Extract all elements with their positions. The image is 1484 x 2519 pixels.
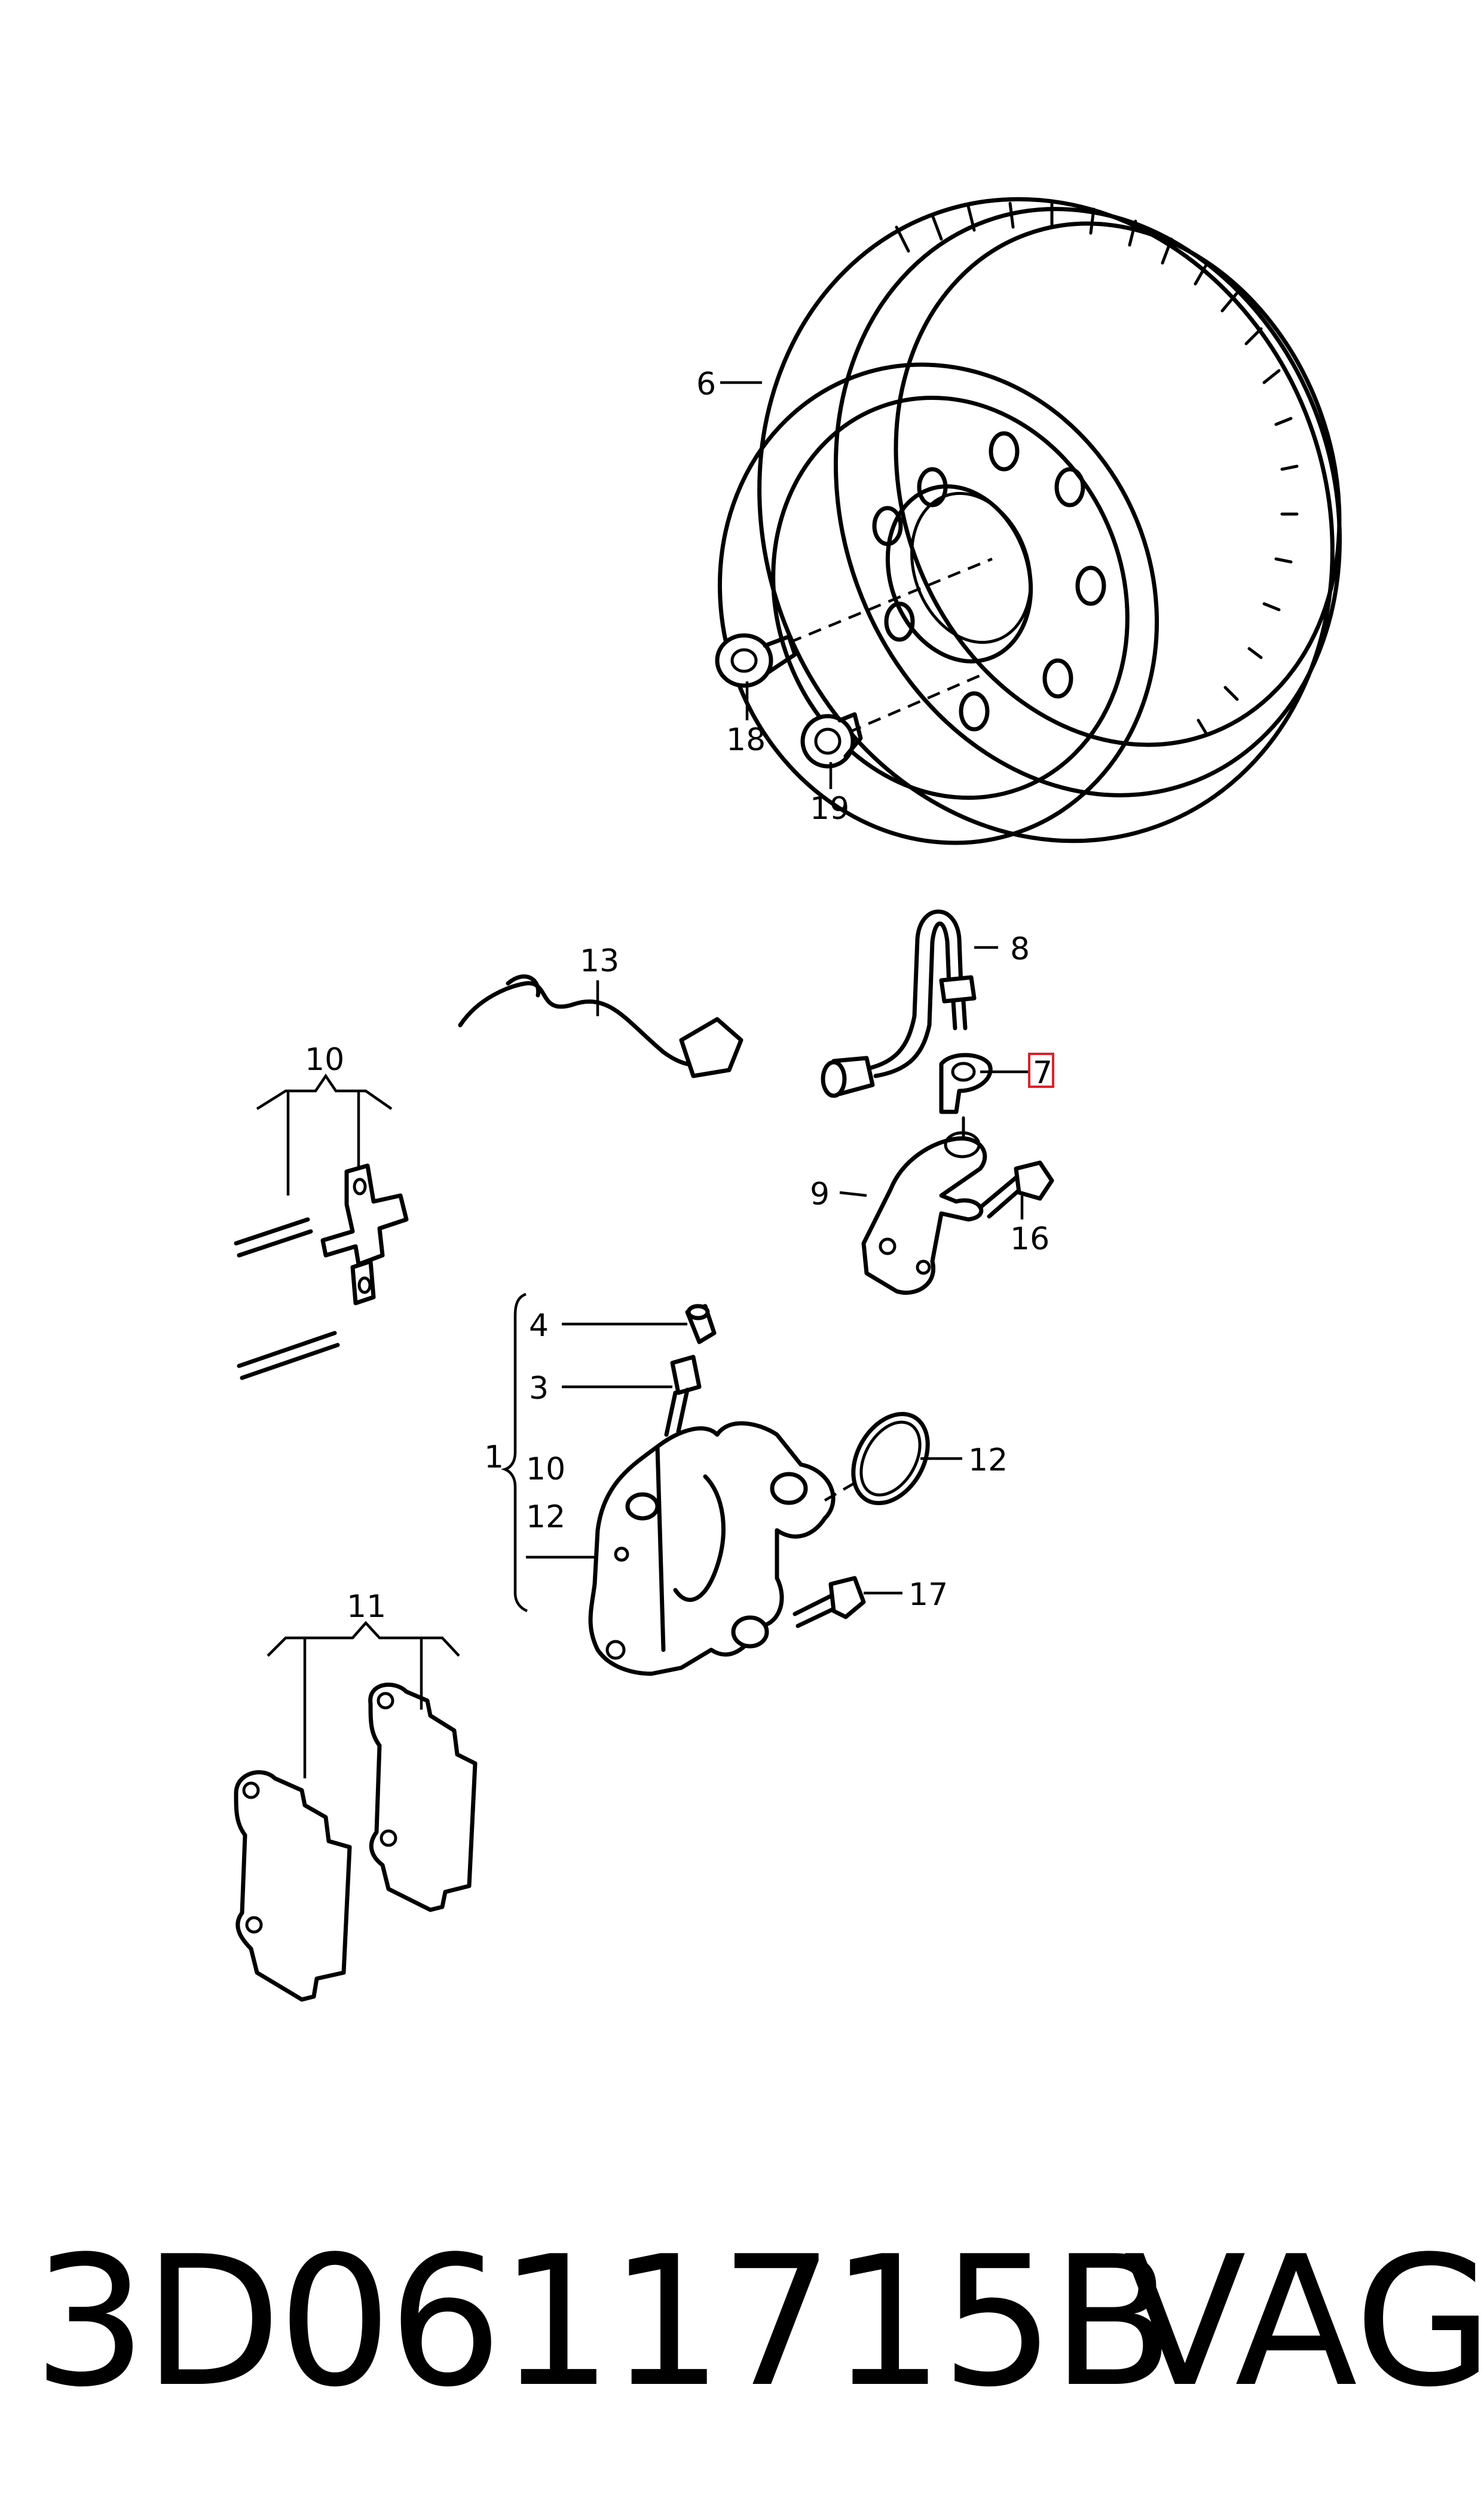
brake-caliper [588, 1304, 930, 1676]
anti-rattle-spring-kit [234, 1163, 409, 1380]
callout-10-sub: 10 [526, 1451, 565, 1487]
callout-9: 9 [810, 1176, 830, 1212]
callout-labels: 6 18 19 13 8 7 9 16 10 4 3 1 10 12 12 17… [305, 366, 1054, 1625]
callout-11: 11 [347, 1589, 386, 1625]
callout-4: 4 [529, 1308, 549, 1344]
callout-12-sub: 12 [526, 1499, 565, 1535]
retaining-clip-7 [939, 1053, 993, 1114]
countersunk-screw-18 [715, 633, 797, 688]
brand-label: VAG [1124, 2218, 1484, 2426]
callout-12: 12 [968, 1442, 1008, 1478]
callout-8: 8 [1010, 931, 1030, 967]
callout-1: 1 [484, 1439, 504, 1475]
callout-16: 16 [1010, 1221, 1049, 1257]
callout-18: 18 [726, 722, 766, 758]
holder-bracket-9 [861, 1116, 987, 1295]
hex-bolt-16 [978, 1160, 1054, 1219]
leader-lines [256, 381, 1028, 1778]
callout-17: 17 [908, 1577, 948, 1613]
callout-3: 3 [529, 1371, 549, 1407]
brake-pad-set [234, 1682, 478, 2002]
part-number: 3D0611715B [33, 2218, 1174, 2426]
brake-line [821, 909, 977, 1098]
brake-pad-wear-sensor [458, 974, 743, 1078]
callout-19: 19 [810, 791, 849, 827]
callout-6: 6 [696, 366, 716, 402]
brake-disc [717, 197, 1342, 845]
callout-10: 10 [305, 1042, 344, 1078]
guide-bolt-19 [800, 712, 863, 769]
group-brace-1 [501, 1292, 528, 1613]
callout-7: 7 [1033, 1055, 1052, 1091]
highlight-box-7 [1028, 1053, 1054, 1088]
callout-13: 13 [580, 943, 619, 979]
